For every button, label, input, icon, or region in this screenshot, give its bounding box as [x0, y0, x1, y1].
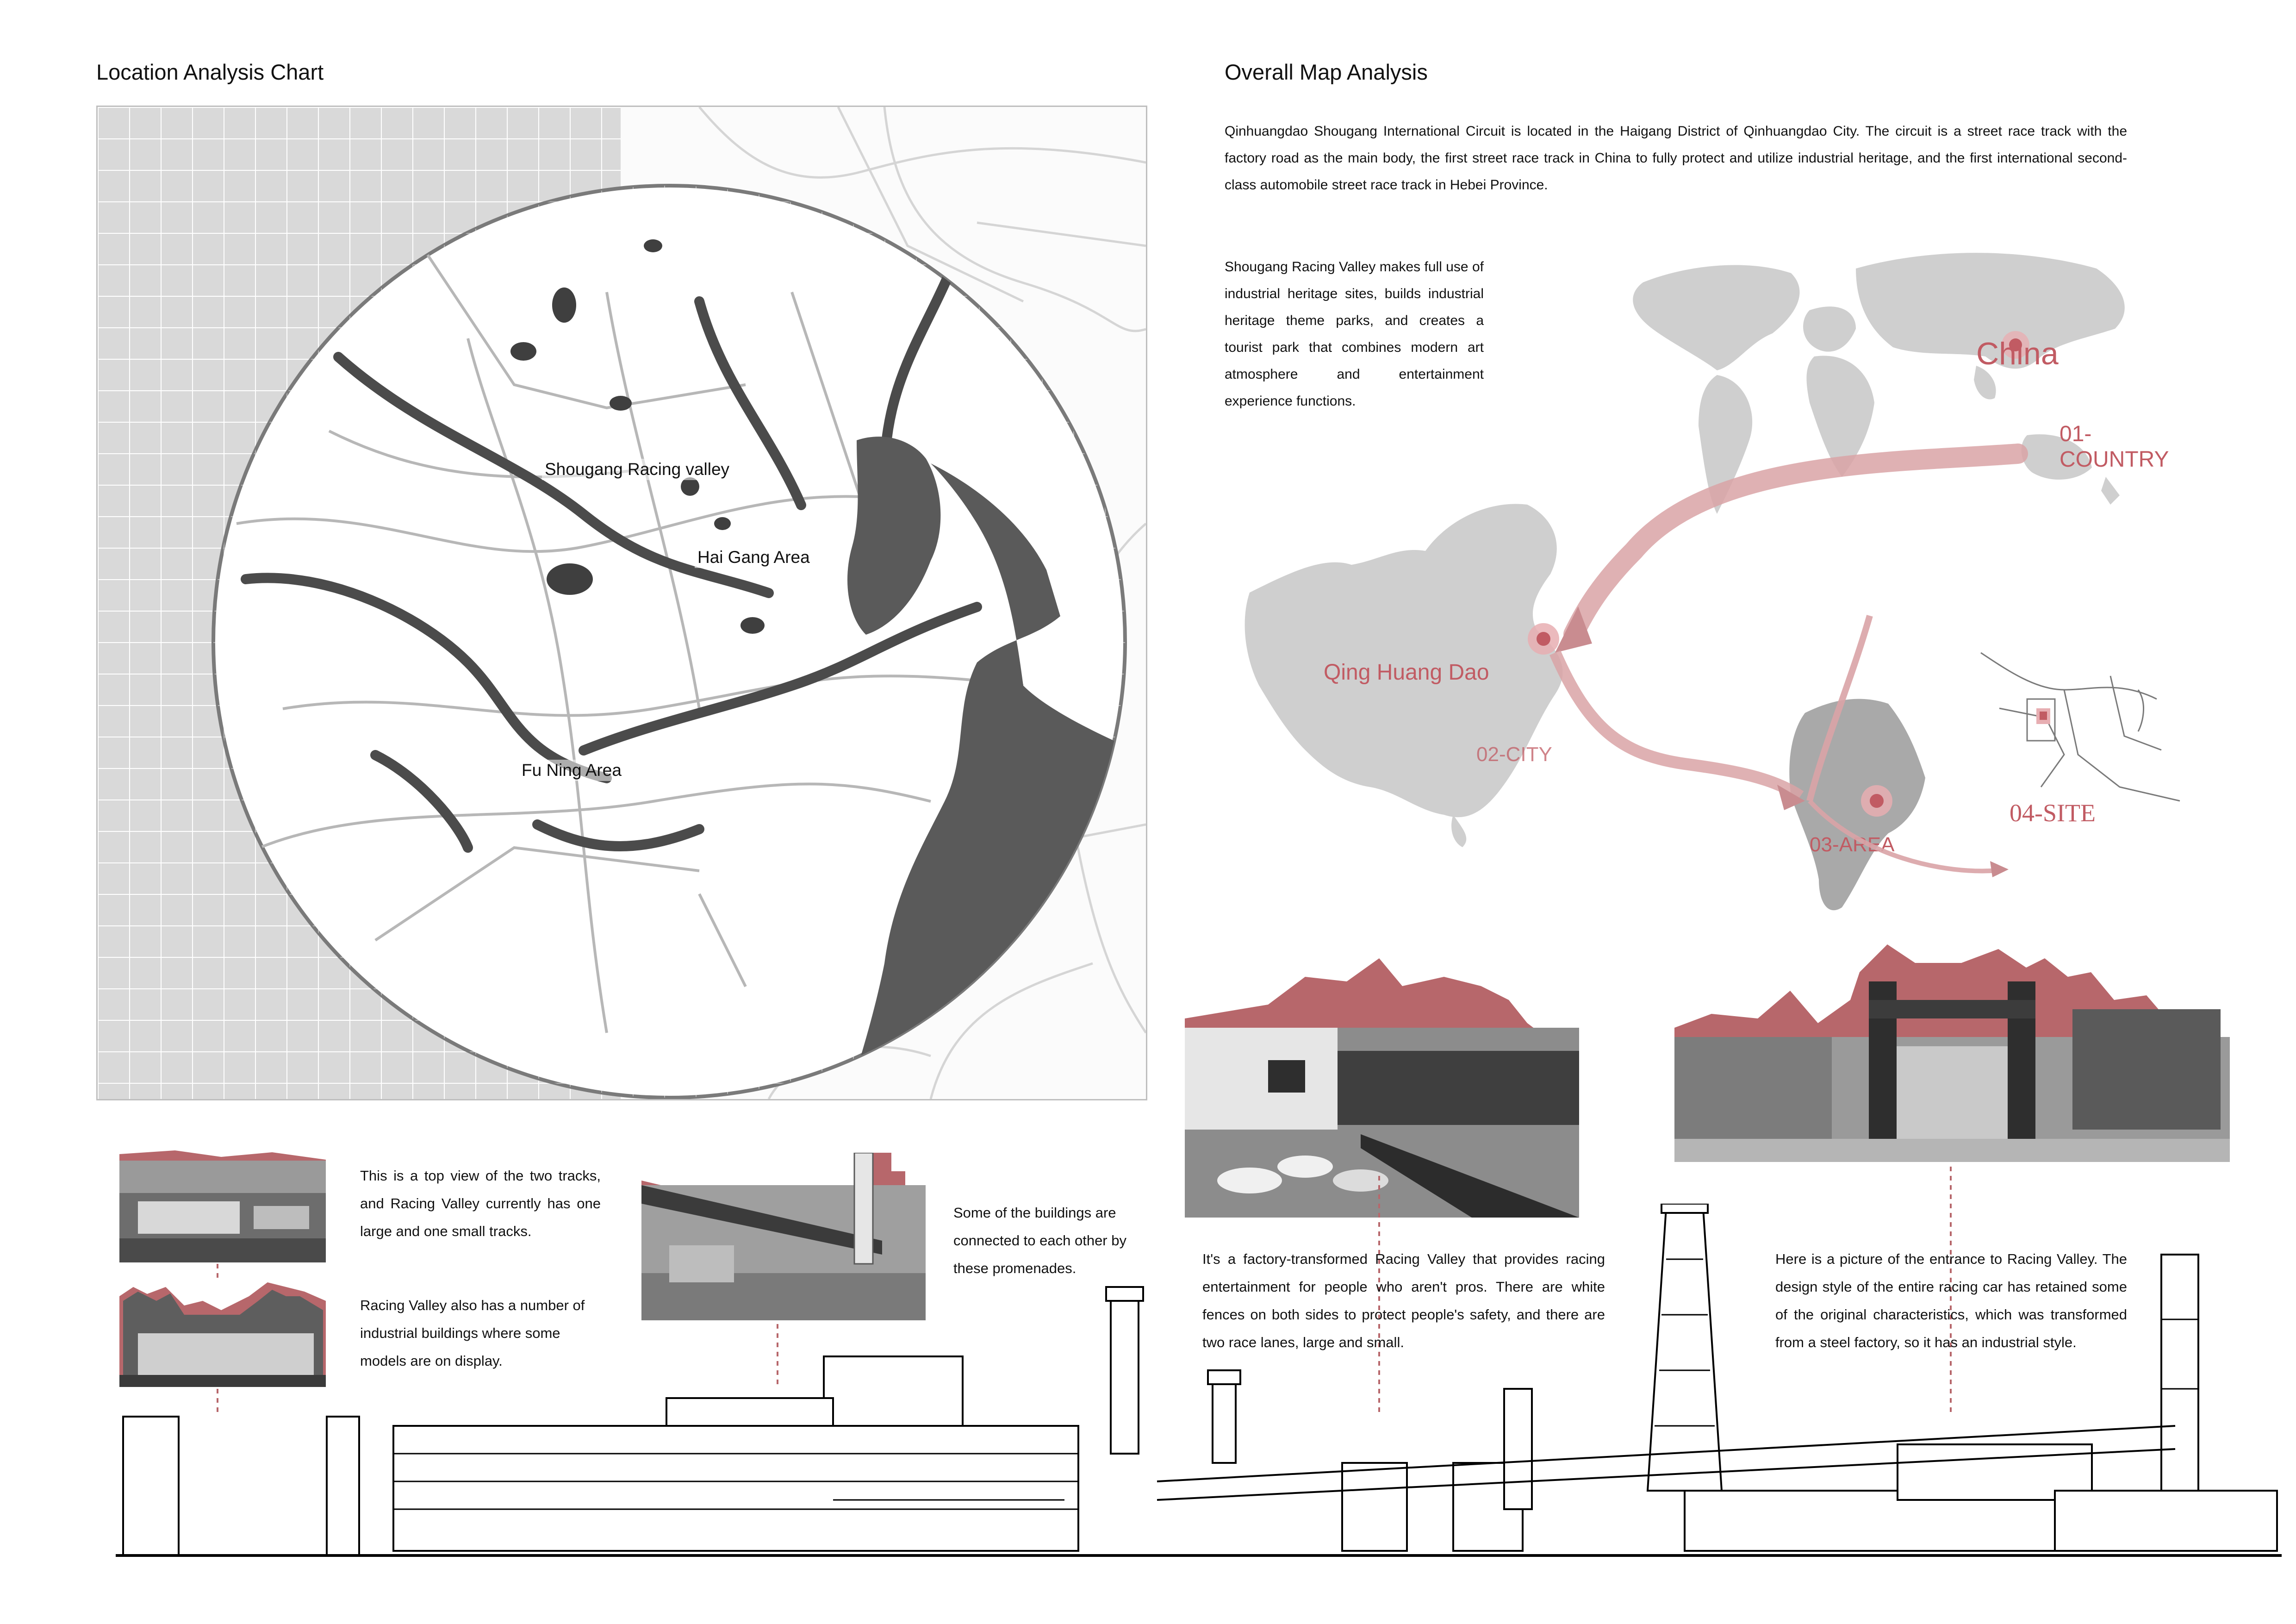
dark-blobs — [510, 342, 765, 634]
caption-buildings: Racing Valley also has a number of indus… — [360, 1297, 585, 1369]
china-label: China — [1976, 336, 2059, 371]
overall-intro-text: Qinhuangdao Shougang International Circu… — [1225, 124, 2127, 193]
location-chart-title: Location Analysis Chart — [96, 60, 324, 84]
china-outline — [1244, 504, 1563, 818]
caption-entrance: Here is a picture of the entrance to Rac… — [1775, 1251, 2127, 1350]
site-elevation-drawing — [116, 1204, 2282, 1557]
elevation-structures — [122, 1204, 2278, 1556]
caption-factory-valley: It's a factory-transformed Racing Valley… — [1202, 1251, 1605, 1350]
overall-side-text: Shougang Racing Valley makes full use of… — [1225, 259, 1484, 409]
country-label: 01-COUNTRY — [2060, 422, 2169, 472]
upper-bay — [847, 437, 941, 635]
china-map: Qing Huang Dao 02-CITY — [1231, 491, 1615, 856]
promenade-photo — [641, 1153, 926, 1320]
racing-track-photo — [1185, 949, 1579, 1218]
inner-roads — [236, 245, 1024, 1033]
qing-huang-dao-label: Qing Huang Dao — [1324, 660, 1489, 685]
overall-map-title: Overall Map Analysis — [1225, 60, 1428, 84]
label-racing-valley: Shougang Racing valley — [542, 459, 733, 480]
world-map-drawing — [1633, 253, 2125, 514]
flow-arrows — [1549, 443, 2028, 877]
tracks-top-view-photo — [119, 1150, 326, 1262]
caption-tracks: This is a top view of the two tracks, an… — [360, 1168, 601, 1239]
location-map-drawing — [98, 107, 1146, 1099]
world-map: China 01-COUNTRY — [1597, 218, 2169, 532]
china-map-drawing — [1244, 504, 1563, 847]
continents — [1633, 253, 2125, 514]
site-map: 04-SITE — [1972, 634, 2184, 827]
elevation-detail-lines — [393, 1258, 2198, 1510]
site-roads — [1980, 652, 2180, 802]
entrance-photo — [1674, 944, 2230, 1162]
industrial-buildings-photo — [119, 1282, 326, 1387]
site-label: 04-SITE — [2010, 799, 2096, 827]
city-label: 02-CITY — [1476, 743, 1552, 766]
river-corridors — [241, 269, 982, 853]
site-map-drawing — [1980, 652, 2180, 802]
label-fu-ning: Fu Ning Area — [519, 760, 624, 781]
caption-promenades: Some of the buildings are connected to e… — [953, 1205, 1126, 1276]
label-hai-gang: Hai Gang Area — [695, 547, 813, 568]
location-map: Shougang Racing valley Hai Gang Area Fu … — [96, 106, 1147, 1100]
